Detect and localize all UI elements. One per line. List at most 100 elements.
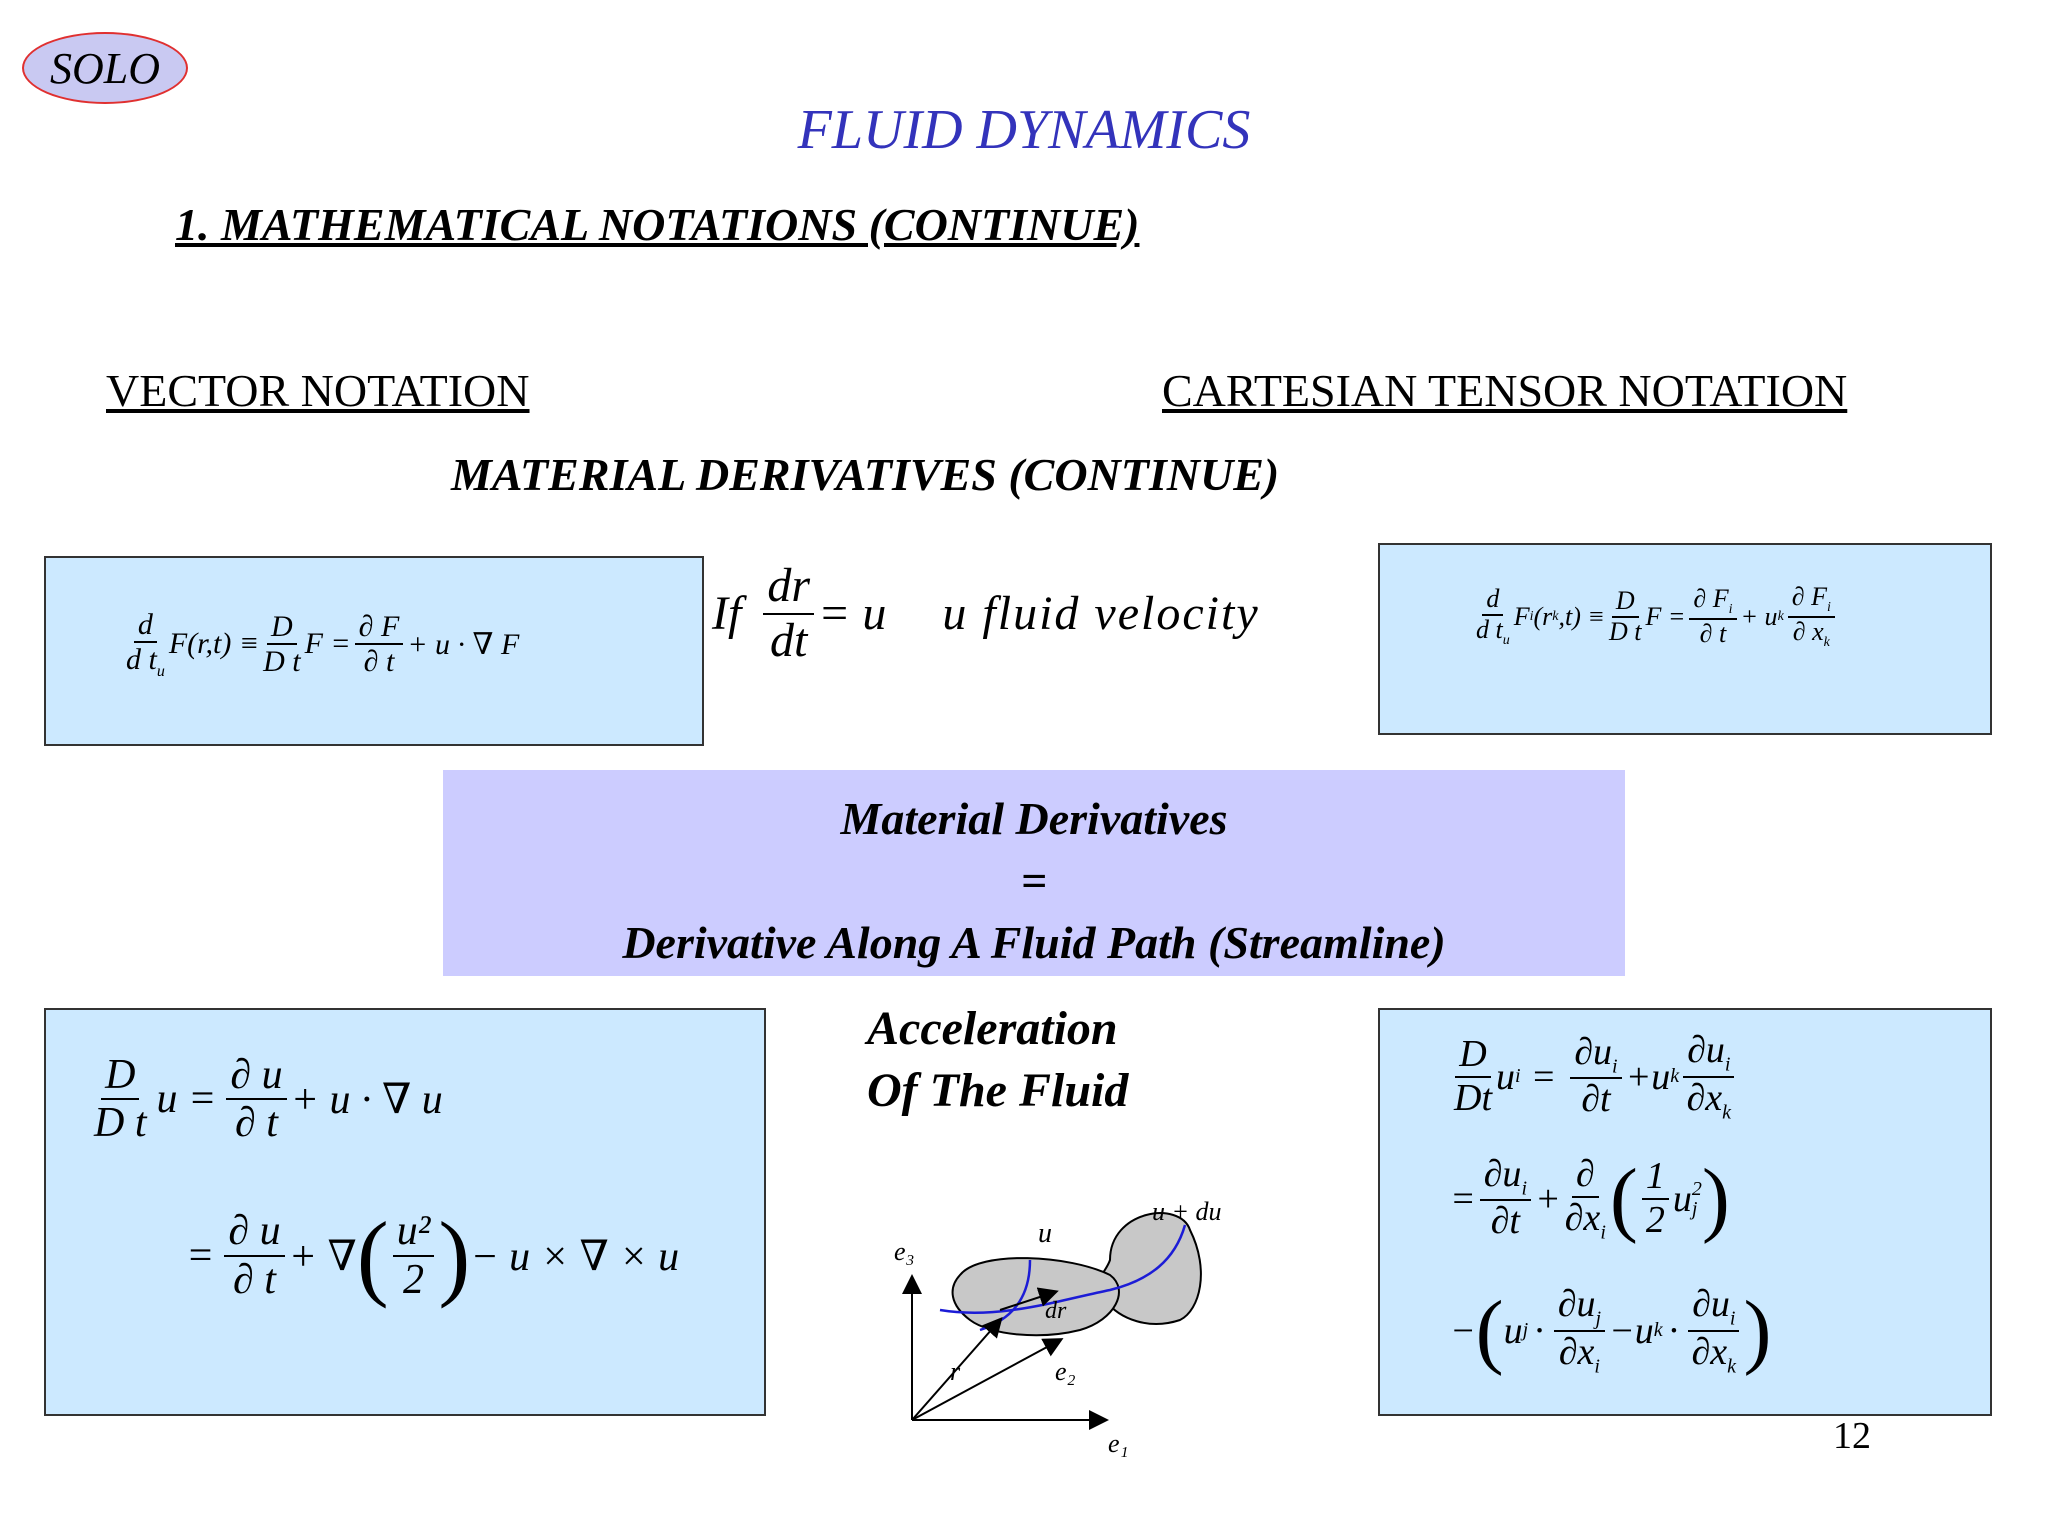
num-text: ∂u (1692, 1282, 1730, 1325)
frac-num: 1 (1641, 1155, 1669, 1200)
frac-den: ∂ t (363, 645, 395, 679)
left-paren: ( (356, 1202, 389, 1309)
u-squared-half: u² 2 (392, 1208, 435, 1303)
num-text: ∂u (1687, 1029, 1725, 1071)
title-row: FLUID DYNAMICS (0, 98, 2048, 162)
l1-rest: + u · ∇ u (290, 1077, 443, 1124)
args-end: ,t) ≡ (1558, 601, 1605, 631)
frac-den: ∂ xk (1792, 616, 1830, 651)
partial-fraction: ∂ u ∂ t (224, 1208, 285, 1303)
section-subtitle: 1. MATHEMATICAL NOTATIONS (CONTINUE) (175, 199, 1140, 250)
uk-sub: k (1653, 1319, 1663, 1341)
frac-den: ∂t (1581, 1078, 1611, 1121)
page-number: 12 (1833, 1415, 1871, 1457)
minus: − (1450, 1309, 1476, 1352)
frac-num: u² (392, 1208, 435, 1257)
label-e3: e₃ (894, 1237, 915, 1266)
den-sub: i (1600, 1221, 1606, 1244)
frac-den: D t (1608, 616, 1642, 646)
logo-text: SOLO (49, 43, 161, 93)
banner-line-2: = (1020, 855, 1048, 906)
D-Dt-fraction: D Dt (1454, 1033, 1492, 1120)
eq: = (1450, 1177, 1476, 1220)
den-text: ∂x (1564, 1196, 1601, 1239)
left-paren: ( (1475, 1284, 1504, 1377)
frac-num: ∂ui (1688, 1282, 1740, 1332)
frac-den: Dt (1454, 1076, 1492, 1119)
frac-den: ∂xi (1559, 1331, 1600, 1377)
accel-line-2: Of The Fluid (867, 1064, 1129, 1117)
l2-rest: − u × ∇ × u (470, 1233, 680, 1280)
dot: · (1668, 1309, 1679, 1352)
banner-line-3: Derivative Along A Fluid Path (Streamlin… (622, 917, 1446, 968)
frac-num: D (101, 1052, 140, 1101)
banner-line-1: Material Derivatives (840, 793, 1228, 844)
material-derivatives-heading: MATERIAL DERIVATIVES (CONTINUE) (451, 449, 1280, 500)
acceleration-label: Acceleration Of The Fluid (867, 998, 1128, 1122)
partial-t-fraction: ∂ui ∂t (1479, 1153, 1531, 1243)
frac-den: ∂ t (1699, 618, 1727, 648)
frac-num: dr (763, 559, 815, 615)
label-r: r (950, 1357, 961, 1386)
frac-den: d tu (1476, 614, 1510, 649)
vector-accel-line-1: D D t u = ∂ u ∂ t + u · ∇ u (90, 1052, 443, 1146)
right-paren: ) (1743, 1284, 1772, 1377)
partial-fraction: ∂ F ∂ t (354, 610, 404, 679)
frac-num: ∂ u (226, 1052, 287, 1101)
partial-uj-fraction: ∂uj ∂xi (1553, 1282, 1606, 1377)
frac-den: ∂ t (235, 1100, 278, 1147)
args-sub: k (1552, 608, 1559, 624)
partial-fraction: ∂ u ∂ t (226, 1052, 287, 1147)
frac-den: D t (94, 1100, 147, 1147)
plus-u-sub: k (1777, 608, 1784, 624)
vector-accel-line-2: = ∂ u ∂ t + ∇ ( u² 2 ) − u × ∇ × u (186, 1200, 679, 1311)
frac-num: D (1611, 586, 1639, 618)
frac-den: dt (770, 613, 808, 667)
den-sub: k (1823, 634, 1830, 650)
lhs-rest: F(r,t) ≡ (168, 627, 260, 661)
fluid-particle-diagram: e₃ e₂ e₁ r u u + du dr (894, 1197, 1222, 1458)
d-dt-fraction: d d tu (1476, 584, 1510, 649)
den-text: ∂ x (1792, 616, 1824, 646)
frac-num: D (266, 610, 297, 646)
den-sub: k (1722, 1101, 1732, 1124)
frac-num: d (133, 608, 157, 643)
D-Dt-fraction: D D t (94, 1052, 147, 1146)
u-sup: 2 (1691, 1177, 1702, 1200)
u-sub: i (1515, 1065, 1521, 1088)
position-vector-r (911, 1316, 1003, 1421)
partial-t-fraction: ∂ Fi ∂ t (1689, 584, 1737, 648)
right-paren: ) (1701, 1152, 1730, 1245)
half-fraction: 1 2 (1641, 1155, 1669, 1242)
num-sub: i (1728, 602, 1733, 618)
solo-logo: SOLO (22, 32, 188, 104)
frac-num: ∂uj (1553, 1282, 1606, 1332)
num-sub: i (1724, 1053, 1731, 1076)
frac-num: ∂ (1571, 1153, 1599, 1198)
frac-den: ∂xk (1687, 1077, 1732, 1124)
plus-u: + u (1740, 601, 1778, 631)
velocity-definition: If dr dt = u u fluid velocity (712, 559, 1260, 668)
if-text: If (712, 587, 742, 641)
den-sub: k (1727, 1355, 1737, 1378)
equals-u: = u (818, 587, 887, 641)
frac-den: ∂xk (1691, 1330, 1737, 1378)
den-text: ∂x (1691, 1330, 1728, 1373)
frac-den: 2 (403, 1256, 425, 1303)
frac-den: D t (263, 645, 301, 679)
u: u (1503, 1309, 1523, 1352)
vector-definition-box: d d tu F(r,t) ≡ D D t F = ∂ F ∂ t + u · … (44, 556, 704, 746)
plus: + (1535, 1177, 1561, 1220)
accel-line-1: Acceleration (867, 1002, 1118, 1055)
dr-vector (999, 1287, 1059, 1311)
eq: = (1530, 1055, 1557, 1098)
vector-definition-equation: d d tu F(r,t) ≡ D D t F = ∂ F ∂ t + u · … (122, 608, 519, 681)
num-sub: i (1612, 1055, 1618, 1078)
num-text: ∂u (1557, 1282, 1596, 1325)
d-dt-fraction: d d tu (126, 608, 165, 681)
frac-den: ∂xi (1564, 1196, 1606, 1244)
num-sub: j (1595, 1307, 1602, 1330)
den-text: d t (1476, 614, 1503, 644)
